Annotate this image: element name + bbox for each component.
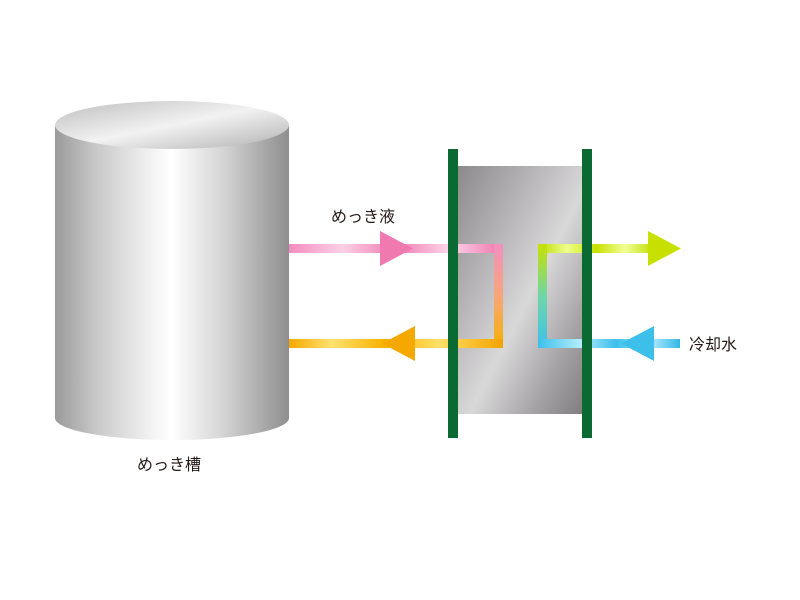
left-green-plate xyxy=(448,149,458,438)
tank-label: めっき槽 xyxy=(137,455,201,474)
cool-outlet-pipe xyxy=(538,244,654,253)
tank-top xyxy=(55,101,289,149)
plating-solution-label: めっき液 xyxy=(331,207,395,226)
cooling-water-label: 冷却水 xyxy=(689,335,737,354)
cool-inlet-pipe xyxy=(538,339,680,348)
cooling-water-pipe xyxy=(538,231,681,361)
hot-supply-arrow xyxy=(380,231,413,266)
plating-tank xyxy=(55,101,289,440)
right-green-plate xyxy=(582,149,592,438)
hot-return-arrow xyxy=(382,326,415,361)
hot-vertical-pipe xyxy=(494,244,503,348)
heat-exchanger-plate xyxy=(457,166,583,414)
cool-vertical-pipe xyxy=(538,244,547,348)
tank-body xyxy=(55,125,289,440)
plating-solution-pipe xyxy=(289,231,503,361)
cool-outlet-arrow xyxy=(648,231,681,266)
cool-inlet-arrow xyxy=(621,326,654,361)
